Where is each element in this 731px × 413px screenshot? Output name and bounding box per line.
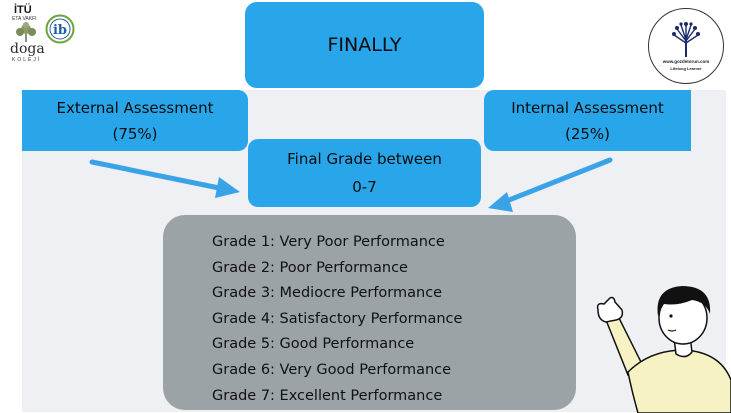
internal-assessment-box: Internal Assessment (25%) — [484, 90, 691, 151]
left-arrow — [89, 159, 240, 198]
external-assessment-box: External Assessment (75%) — [22, 90, 248, 151]
finally-box: FINALLY — [245, 2, 484, 88]
school-logo-name: İTÜ — [14, 4, 32, 16]
school-logo-sub: ETA VAKFI — [12, 16, 37, 22]
final-grade-range: 0-7 — [352, 178, 377, 196]
external-assessment-weight: (75%) — [112, 124, 158, 143]
grade-item: Grade 4: Satisfactory Performance — [212, 310, 463, 327]
external-assessment-label: External Assessment — [56, 98, 214, 117]
internal-assessment-label: Internal Assessment — [511, 98, 664, 117]
school-logo: İTÜ ETA VAKFI doga KOLEJİ — [4, 4, 49, 64]
grade-item: Grade 6: Very Good Performance — [212, 361, 452, 378]
badge-tagline: Lifelong Learner — [670, 66, 702, 71]
grade-item: Grade 2: Poor Performance — [212, 259, 408, 276]
tree-logo-icon — [16, 22, 36, 42]
grade-item: Grade 3: Mediocre Performance — [212, 285, 443, 302]
ib-logo-text: ib — [53, 23, 67, 38]
right-arrow — [488, 157, 613, 212]
grade-list: Grade 1: Very Poor Performance Grade 2: … — [212, 230, 462, 409]
lightbulb-tree-icon — [672, 22, 700, 57]
ib-logo-icon: ib — [45, 14, 75, 44]
grade-item: Grade 5: Good Performance — [212, 336, 415, 353]
person-illustration — [596, 286, 731, 413]
lifelong-learner-badge: www.gozdetorun.com Lifelong Learner — [648, 8, 724, 84]
finally-title: FINALLY — [327, 34, 402, 56]
grade-item: Grade 1: Very Poor Performance — [212, 234, 445, 250]
internal-assessment-weight: (25%) — [564, 124, 611, 143]
grade-item: Grade 7: Excellent Performance — [212, 387, 443, 404]
grades-box: Grade 1: Very Poor Performance Grade 2: … — [163, 215, 576, 410]
final-grade-box: Final Grade between 0-7 — [248, 139, 481, 207]
final-grade-label: Final Grade between — [287, 150, 442, 168]
school-logo-name2: doga — [10, 41, 45, 57]
badge-url: www.gozdetorun.com — [662, 59, 710, 64]
school-logo-sub2: KOLEJİ — [12, 57, 42, 63]
